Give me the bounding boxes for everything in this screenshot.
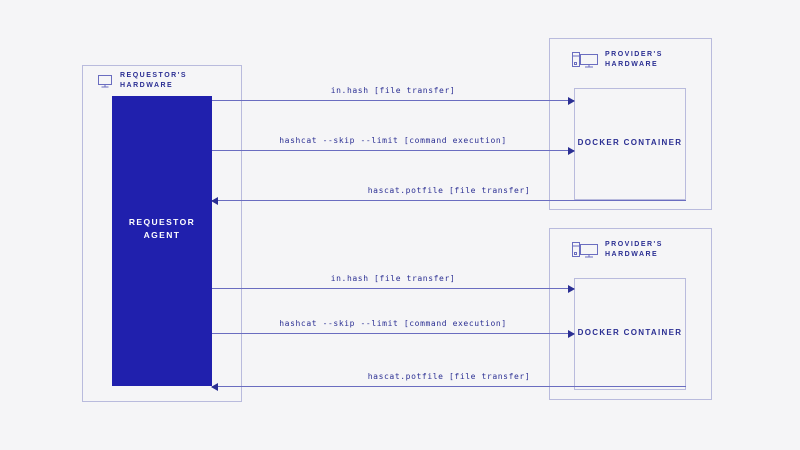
arrowhead-left-icon	[211, 382, 218, 391]
arrowhead-right-icon	[568, 146, 575, 155]
flow-arrow-4: in.hash [file transfer]	[212, 274, 575, 293]
requestor-agent-label: REQUESTOR AGENT	[128, 217, 196, 240]
flow-label-1: in.hash [file transfer]	[330, 86, 456, 95]
provider-hardware-header-1: PROVIDER'S HARDWARE	[572, 50, 663, 70]
provider-hardware-header-2: PROVIDER'S HARDWARE	[572, 240, 663, 260]
flow-line	[212, 200, 686, 201]
flow-line	[212, 100, 574, 101]
flow-line	[212, 386, 686, 387]
arrowhead-right-icon	[568, 284, 575, 293]
provider-hardware-box-1	[549, 38, 712, 210]
provider-hardware-box-2	[549, 228, 712, 400]
docker-container-box-1	[574, 88, 686, 200]
requestor-hardware-box	[82, 65, 242, 402]
arrowhead-left-icon	[211, 196, 218, 205]
flow-arrow-5: hashcat --skip --limit [command executio…	[212, 319, 575, 338]
flow-arrow-6: hascat.potfile [file transfer]	[211, 372, 686, 391]
flow-label-5: hashcat --skip --limit [command executio…	[279, 319, 507, 328]
requestor-hardware-label: REQUESTOR'S HARDWARE	[120, 72, 188, 89]
flow-line	[212, 333, 574, 334]
monitor-icon	[98, 74, 113, 88]
flow-line	[212, 288, 574, 289]
docker-container-label-1: DOCKER CONTAINER	[577, 138, 683, 147]
provider-hardware-label-2: PROVIDER'S HARDWARE	[605, 241, 663, 258]
requestor-hardware-header: REQUESTOR'S HARDWARE	[98, 71, 187, 91]
flow-label-2: hashcat --skip --limit [command executio…	[279, 136, 507, 145]
arrowhead-right-icon	[568, 96, 575, 105]
flow-line	[212, 150, 574, 151]
desktop-tower-monitor-icon	[572, 52, 598, 68]
flow-label-3: hascat.potfile [file transfer]	[367, 186, 531, 195]
arrowhead-right-icon	[568, 329, 575, 338]
flow-arrow-1: in.hash [file transfer]	[212, 86, 575, 105]
desktop-tower-monitor-icon	[572, 242, 598, 258]
requestor-agent-bar	[112, 96, 212, 386]
provider-hardware-label-1: PROVIDER'S HARDWARE	[605, 51, 663, 68]
flow-label-4: in.hash [file transfer]	[330, 274, 456, 283]
flow-arrow-2: hashcat --skip --limit [command executio…	[212, 136, 575, 155]
docker-container-label-2: DOCKER CONTAINER	[577, 328, 683, 337]
flow-label-6: hascat.potfile [file transfer]	[367, 372, 531, 381]
flow-arrow-3: hascat.potfile [file transfer]	[211, 186, 686, 205]
